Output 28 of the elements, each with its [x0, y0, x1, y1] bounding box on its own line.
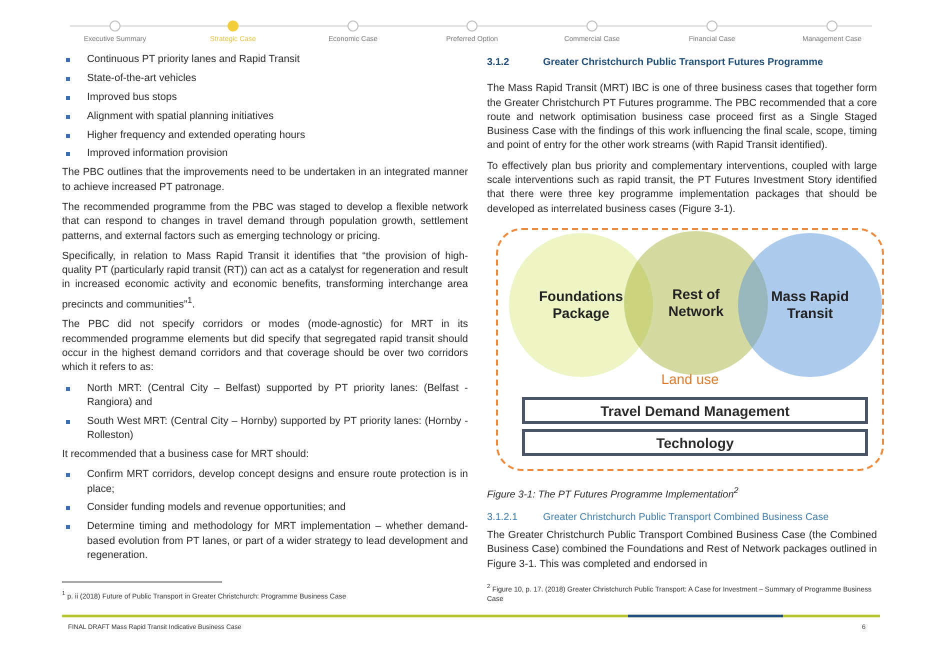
figure-caption: Figure 3-1: The PT Futures Programme Implementation$^{2}$: [487, 484, 740, 502]
list-item-text: Higher frequency and extended operating hours: [87, 128, 306, 143]
list-item-text: Determine timing and methodology for MRT implementation – whether demand-based evolution from PT lanes, or part of a wider strategy to lead development and regeneration.: [87, 520, 468, 563]
list-item-text: State-of-the-art vehicles: [87, 72, 198, 86]
subsection-number: 3.1.2.1: [487, 510, 519, 525]
list-item-text: Alignment with spatial planning initiatives: [87, 110, 275, 124]
section-number: 3.1.2: [487, 56, 510, 70]
section-heading: Greater Christchurch Public Transport Futures Programme: [543, 56, 824, 70]
layer-box: Technology: [522, 429, 868, 456]
subsection-heading: Greater Christchurch Public Transport Combined Business Case: [543, 510, 829, 525]
dashed-group-frame: [496, 228, 884, 471]
paragraph: The PBC did not specify corridors or modes (mode-agnostic) for MRT in its recommended programme elements but did specify that segregated rapid transit should occur in the highest demand corridors and that coverage should be over two corridors which it refers to as:: [62, 318, 468, 376]
paragraph: Specifically, in relation to Mass Rapid Transit it identifies that “the provision of high-quality PT (particularly rapid transit (RT)) can act as a catalyst for regeneration and result in increased economic activity and economic benefits, transforming interchange area precincts and communities”$^{1}$.: [62, 250, 468, 312]
list-item-text: Continuous PT priority lanes and Rapid Transit: [87, 53, 301, 67]
paragraph: The PBC outlines that the improvements need to be undertaken in an integrated manner to achieve increased PT patronage.: [62, 166, 468, 195]
list-item-text: Consider funding models and revenue opportunities; and: [87, 501, 347, 516]
list-item-text: South West MRT: (Central City – Hornby) supported by PT priority lanes: (Hornby - Rolleston): [87, 414, 468, 444]
paragraph: The Greater Christchurch Public Transport Combined Business Case (the Combined Business Case) combined the Foundations and Rest of Network packages outlined in Figure 3-1. This was completed and endorsed in: [487, 528, 877, 572]
venn-circle: Mass Rapid Transit: [738, 233, 882, 377]
list-item-text: Improved bus stops: [87, 90, 178, 105]
list-item-text: North MRT: (Central City – Belfast) supported by PT priority lanes: (Belfast - Rangiora) and: [87, 382, 468, 410]
paragraph: To effectively plan bus priority and complementary interventions, coupled with large scale interventions such as rapid transit, the PT Futures Investment Story identified that there were three key programme implementation packages that should be developed as interrelated business cases (Figure 3-1).: [487, 160, 877, 217]
paragraph: The recommended programme from the PBC was staged to develop a flexible network that can respond to changes in travel demand through population growth, settlement patterns, and external factors such as emerging technology or pricing.: [62, 200, 468, 244]
paragraph: The Mass Rapid Transit (MRT) IBC is one of three business cases that together form the Greater Christchurch PT Futures programme. The PBC recommended that a core route and network optimisation business case proceed first as a Single Staged Business Case with the findings of this work influencing the final scale, scope, timing and point of entry for the other work streams (with Rapid Transit identified).: [487, 82, 877, 154]
list-item-text: Confirm MRT corridors, develop concept designs and ensure route protection is in place;: [87, 468, 468, 497]
layer-box: Travel Demand Management: [522, 397, 868, 424]
list-item-text: Improved information provision: [87, 147, 229, 162]
paragraph: It recommended that a business case for MRT should:: [62, 448, 310, 462]
